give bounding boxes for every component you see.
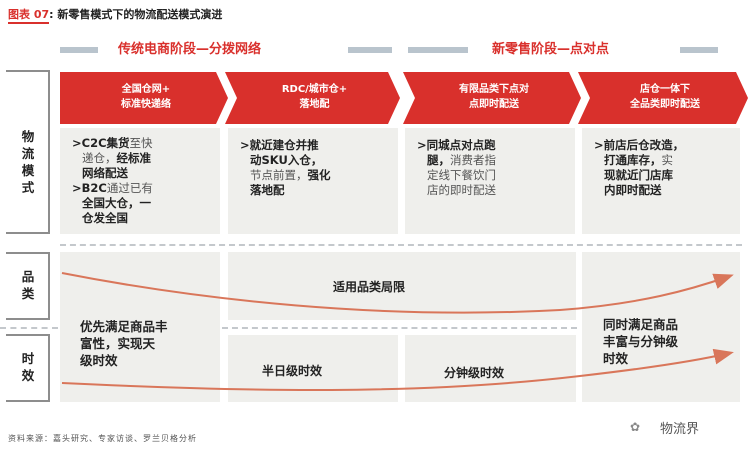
row-label-char: 式 (21, 180, 35, 195)
cell-text: 通过已有 (106, 181, 153, 195)
minute-text: 分钟级时效 (444, 366, 505, 380)
row-label-char: 物 (21, 129, 35, 144)
phase-title-traditional: 传统电商阶段—分拨网络 (118, 42, 262, 57)
cell-text: 打通库存， (604, 153, 662, 167)
stage-header-1: 全国仓网+ 标准快递络 (121, 84, 171, 110)
cell-text: 全国大仓，一 (82, 196, 151, 210)
category-trend-arrow (61, 272, 734, 314)
row-separator (60, 244, 742, 246)
phase-title-new-retail: 新零售阶段—点对点 (492, 42, 610, 57)
summary-line: 优先满足商品丰 (80, 319, 168, 334)
half-day-text: 半日级时效 (262, 364, 323, 378)
source-note: 资料来源：嘉头研究、专家访谈、罗兰贝格分析 (8, 434, 197, 443)
row-label-char: 流 (21, 146, 35, 161)
row-label-char: 品 (21, 269, 35, 284)
logistics-cell-4: >前店后仓改造， 打通库存，实 现就近门店库 内即时配送 (582, 128, 740, 234)
cell-text: 强化 (307, 168, 331, 182)
logistics-cell-2: >就近建仓并推 动SKU入仓， 节点前置，强化 落地配 (228, 128, 398, 234)
phase-bar-decoration (60, 47, 98, 53)
cell-text: >前店后仓改造， (594, 138, 685, 152)
figure-title-separator: : (49, 8, 58, 21)
new-retail-summary-text: 同时满足商品 丰富与分钟级 时效 (603, 316, 678, 367)
summary-line: 时效 (603, 351, 629, 366)
stage-chevron-3: 有限品类下点对 点即时配送 (403, 72, 581, 124)
minute-panel (405, 335, 576, 402)
cell-text: >同城点对点跑 (417, 138, 496, 152)
row-separator (222, 327, 577, 329)
cell-text: 动SKU入仓， (250, 153, 323, 167)
cell-text: 现就近门店库 (604, 168, 673, 182)
summary-line: 同时满足商品 (603, 317, 679, 332)
row-label-char: 类 (21, 286, 35, 301)
row-bracket-logistics (6, 70, 50, 234)
figure-title: 图表 07: 新零售模式下的物流配送模式演进 (8, 6, 223, 24)
timeliness-trend-arrow (61, 348, 734, 392)
cell-text: 落地配 (250, 183, 285, 197)
row-label-category: 品 类 (20, 268, 36, 302)
figure-label: 图表 07 (8, 8, 50, 24)
row-label-char: 效 (21, 368, 35, 383)
row-separator (0, 327, 58, 329)
row-label-logistics-mode: 物 流 模 式 (20, 128, 36, 196)
figure-title-text: 新零售模式下的物流配送模式演进 (57, 8, 223, 21)
chevron-arrow-icon (225, 72, 400, 124)
category-limited-text: 适用品类局限 (333, 280, 406, 294)
cell-text: 至快 (129, 136, 153, 150)
cell-text: >B2C (72, 181, 107, 195)
phase-bar-decoration (348, 47, 392, 53)
cell-text: 递仓， (82, 151, 117, 165)
stage-chevron-4: 店仓一体下 全品类即时配送 (578, 72, 748, 124)
chevron-arrow-icon (60, 72, 228, 124)
row-label-char: 模 (21, 163, 35, 178)
cell-text: 内即时配送 (604, 183, 662, 197)
stage-header-2: RDC/城市仓+ 落地配 (281, 84, 348, 110)
stage-chevron-2: RDC/城市仓+ 落地配 (225, 72, 400, 124)
cell-text: 店的即时配送 (427, 183, 496, 197)
stage-chevron-1: 全国仓网+ 标准快递络 (60, 72, 228, 124)
chevron-arrow-icon (403, 72, 581, 124)
logistics-cell-3: >同城点对点跑 腿，消费者指 定线下餐饮门 店的即时配送 (405, 128, 575, 234)
phase-bar-decoration (408, 47, 468, 53)
traditional-summary-text: 优先满足商品丰 富性，实现天 级时效 (80, 318, 168, 369)
summary-line: 丰富与分钟级 (603, 334, 679, 349)
cell-text: 网络配送 (82, 166, 128, 180)
cell-text: 经标准 (116, 151, 152, 165)
stage-header-4: 店仓一体下 全品类即时配送 (630, 84, 700, 110)
stage-header-3: 有限品类下点对 点即时配送 (459, 84, 529, 110)
row-bracket-category (6, 252, 50, 320)
cell-text: 消费者指 (450, 153, 496, 167)
phase-bar-decoration (680, 47, 718, 53)
cell-text: >就近建仓并推 (240, 138, 319, 152)
cell-text: 仓发全国 (82, 211, 128, 225)
row-bracket-timeliness (6, 334, 50, 402)
cell-text: 定线下餐饮门 (427, 168, 496, 182)
summary-line: 级时效 (80, 353, 118, 368)
wechat-icon: ✿ (630, 420, 641, 434)
watermark: 物流界 (660, 422, 700, 437)
row-label-char: 时 (21, 351, 35, 366)
logistics-cell-1: >C2C集货至快 递仓，经标准 网络配送 >B2C通过已有 全国大仓，一 仓发全… (60, 128, 220, 234)
chevron-arrow-icon (578, 72, 748, 124)
summary-line: 富性，实现天 (80, 336, 156, 351)
row-label-timeliness: 时 效 (20, 350, 36, 384)
cell-text: >C2C集货 (72, 136, 130, 150)
cell-text: 节点前置， (250, 168, 308, 182)
category-limited-panel (228, 252, 576, 320)
cell-text: 腿， (427, 153, 450, 167)
cell-text: 实 (661, 153, 674, 167)
